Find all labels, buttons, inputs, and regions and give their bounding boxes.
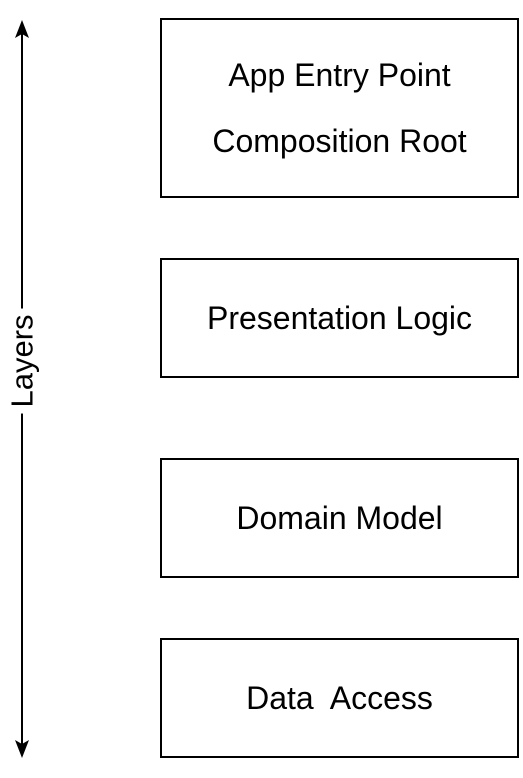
layer-domain-model: Domain Model — [160, 458, 519, 578]
layer-label-app-entry-point: App Entry Point — [228, 57, 451, 93]
layers-axis-label: Layers — [5, 308, 40, 414]
layer-label-data-access: Data Access — [246, 680, 433, 716]
layer-data-access: Data Access — [160, 638, 519, 758]
layer-label-composition-root: Composition Root — [212, 123, 467, 159]
layer-presentation-logic: Presentation Logic — [160, 258, 519, 378]
arrowhead-up-icon — [15, 20, 29, 38]
layer-app-entry-point: App Entry Point Composition Root — [160, 18, 519, 198]
arrowhead-down-icon — [15, 740, 29, 758]
layer-label-presentation-logic: Presentation Logic — [206, 300, 473, 336]
layer-label-domain-model: Domain Model — [236, 500, 443, 536]
